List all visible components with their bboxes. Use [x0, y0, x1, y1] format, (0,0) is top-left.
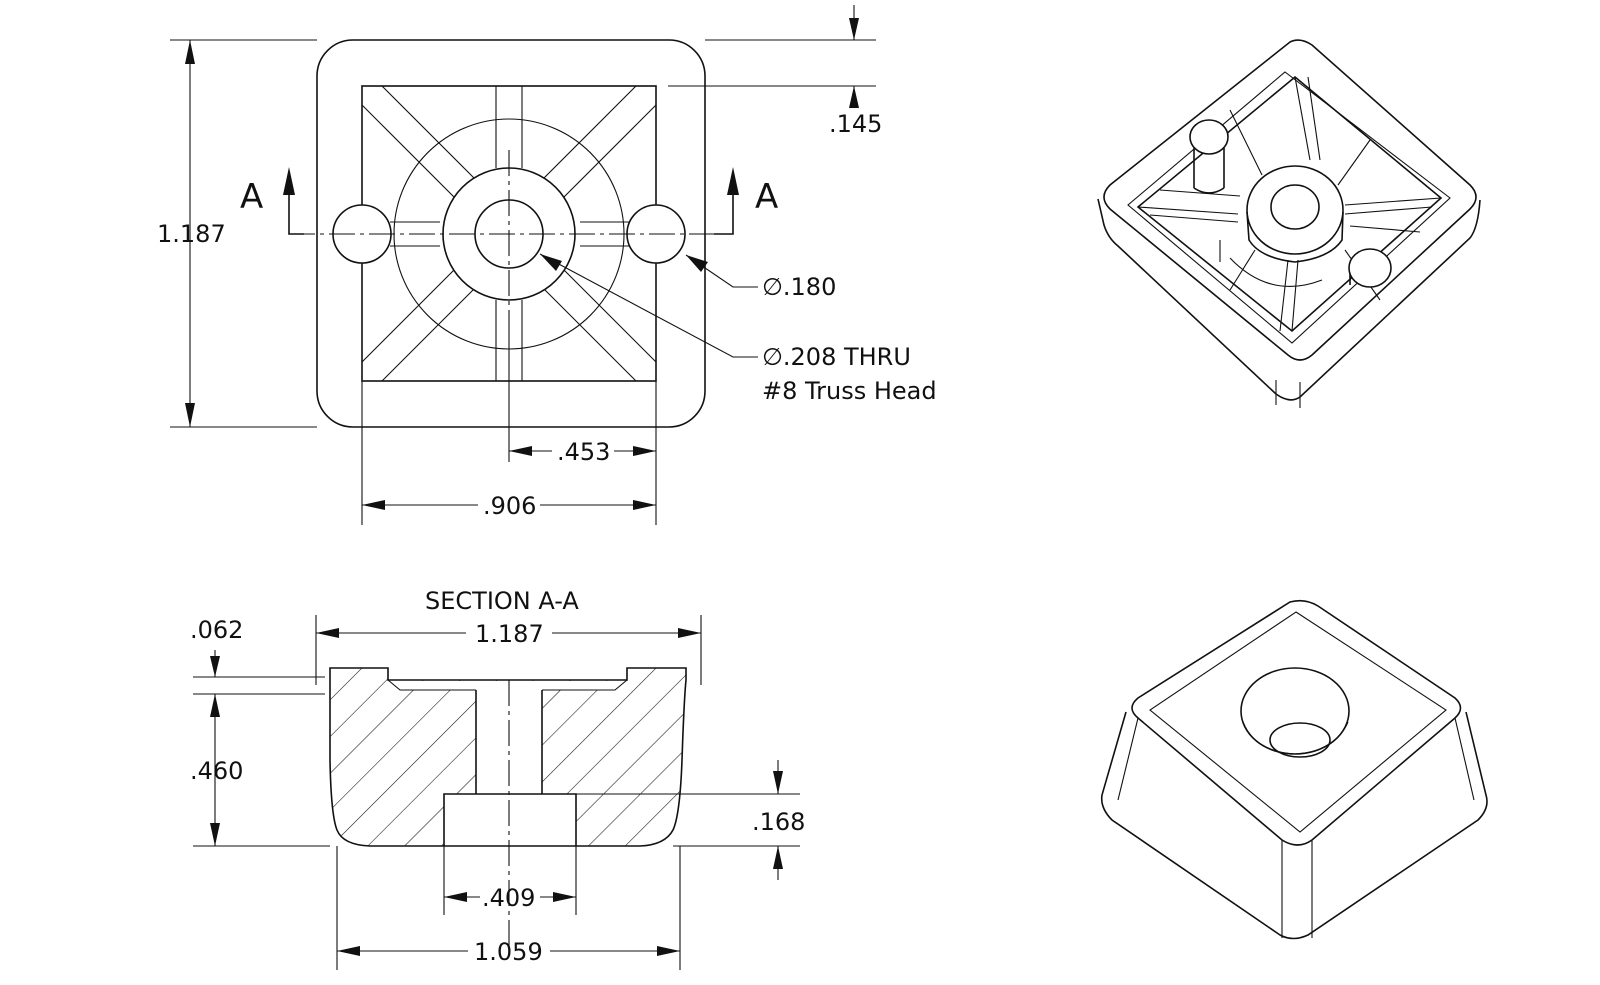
hole-note-label: #8 Truss Head	[762, 377, 937, 405]
iso-bottom-hole	[1269, 722, 1331, 758]
sec-top-width-label: 1.187	[475, 620, 544, 648]
iso-top-pin-right	[1348, 248, 1392, 288]
iso-top-outer	[1103, 39, 1477, 361]
top-inner-width-label: .906	[483, 492, 536, 520]
section-cut-right	[714, 167, 739, 235]
sec-cbore-depth-label: .168	[752, 808, 805, 836]
pin-dia-label: ∅.180	[762, 273, 836, 301]
section-cbore-void	[444, 794, 576, 846]
section-marker-right: A	[755, 177, 778, 217]
section-view: SECTION A-A 1.187 .06	[190, 587, 805, 970]
dim-sec-height	[193, 694, 330, 847]
top-half-width-label: .453	[557, 438, 610, 466]
iso-top-hole	[1270, 184, 1320, 230]
dim-sec-base-width	[336, 846, 681, 970]
section-pocket-void	[389, 681, 626, 690]
iso-top-pin-left	[1189, 119, 1229, 194]
dim-top-half-width	[508, 318, 657, 525]
top-view: A A 1.187 .145 ∅.180	[157, 5, 937, 525]
section-cbore	[443, 793, 577, 846]
leader-pin-dia	[685, 254, 758, 288]
section-cut-left	[283, 167, 304, 235]
sec-base-width-label: 1.059	[474, 938, 543, 966]
dim-top-inner-width	[361, 381, 656, 525]
dim-sec-cbore-depth	[576, 760, 800, 880]
section-title: SECTION A-A	[425, 587, 579, 615]
sec-cbore-dia-label: .409	[482, 884, 535, 912]
dim-sec-top-width	[315, 615, 702, 685]
iso-view-bottom	[1100, 599, 1488, 940]
section-outline	[329, 667, 687, 847]
section-marker-left: A	[240, 177, 263, 217]
sec-height-label: .460	[190, 757, 243, 785]
hole-dia-label: ∅.208 THRU	[762, 343, 911, 371]
dim-top-height	[170, 39, 317, 428]
top-view-ribs	[361, 85, 657, 382]
top-height-label: 1.187	[157, 220, 226, 248]
iso-view-top	[1097, 39, 1481, 408]
top-wall-label: .145	[829, 110, 882, 138]
sec-rim-label: .062	[190, 616, 243, 644]
dim-sec-cbore-dia	[443, 846, 577, 915]
dim-sec-rim	[193, 650, 325, 695]
iso-top-boss	[1246, 165, 1344, 255]
leader-hole-dia	[539, 253, 758, 358]
dim-top-wall	[668, 5, 876, 108]
